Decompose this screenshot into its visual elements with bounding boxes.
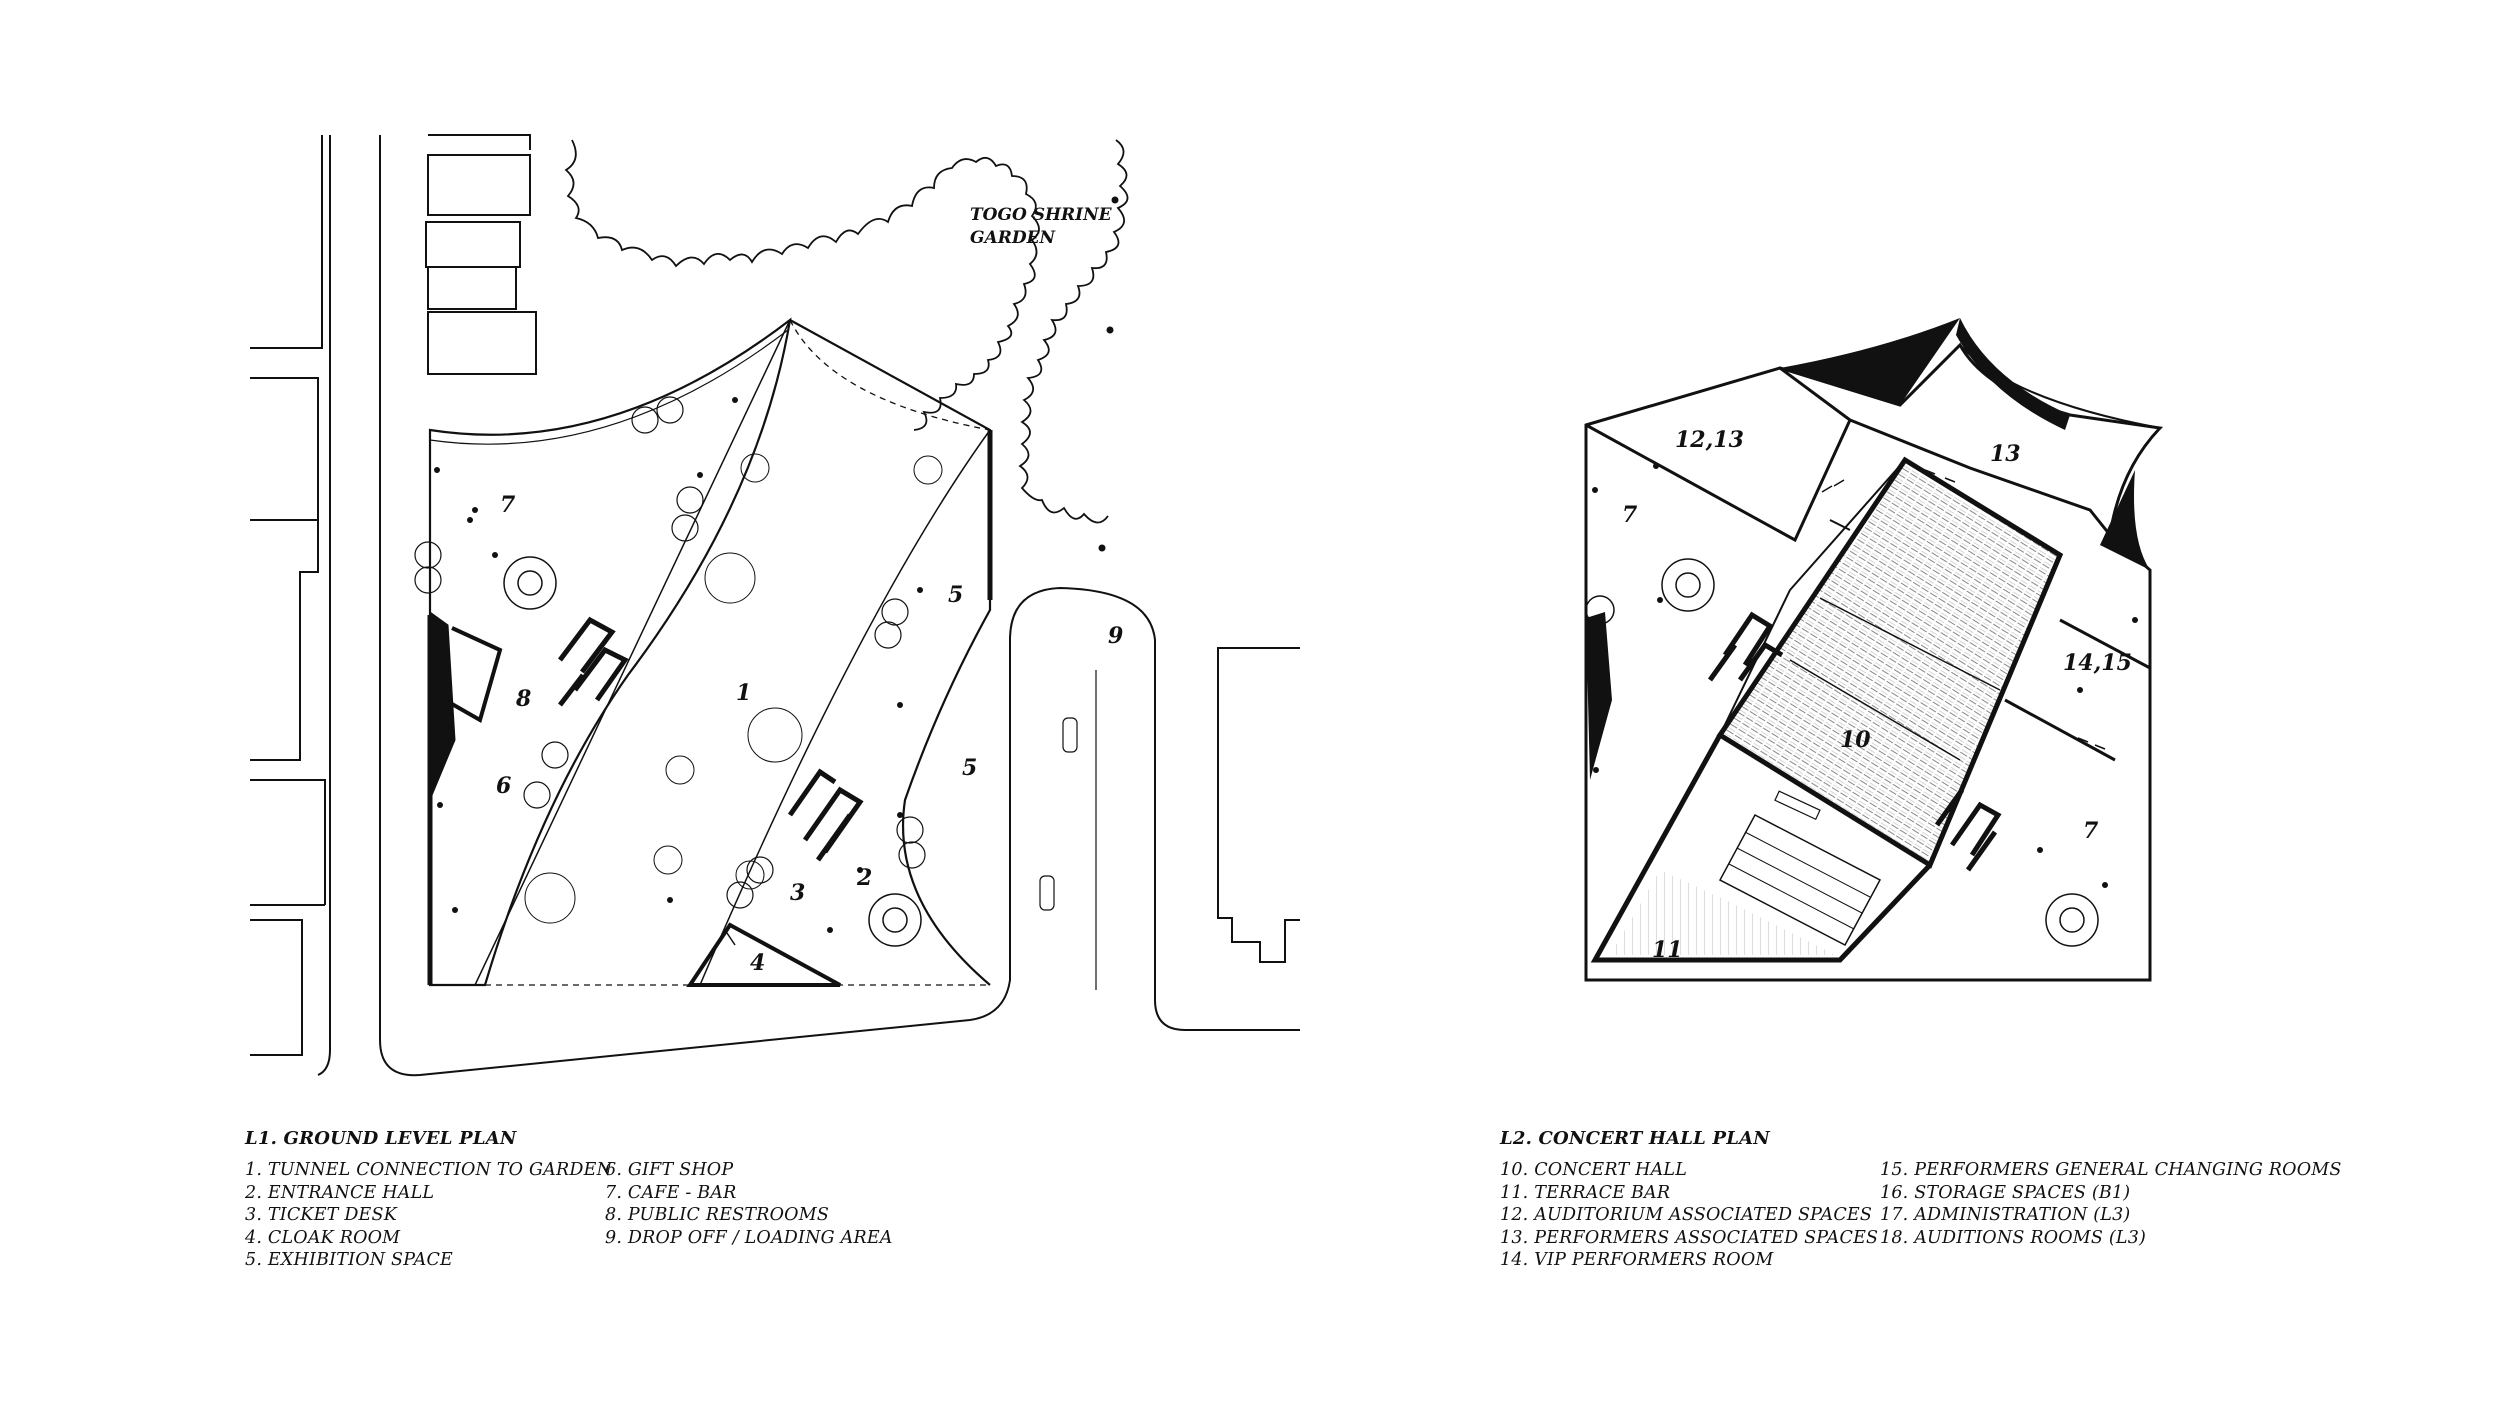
legend-item: 11. TERRACE BAR: [1500, 1182, 1671, 1203]
ground-level-plan: [250, 134, 1300, 1077]
room-label: 7: [1622, 502, 1638, 528]
room-label: 8: [515, 686, 531, 712]
adjacent-building-right: [1217, 647, 1300, 963]
legend-concert-hall: L2. CONCERT HALL PLAN 10. CONCERT HALL 1…: [1500, 1128, 2342, 1272]
legend-title: L2. CONCERT HALL PLAN: [1500, 1128, 1770, 1149]
legend-item: 2. ENTRANCE HALL: [245, 1182, 435, 1203]
legend-item: 7. CAFE - BAR: [605, 1182, 737, 1203]
legend-item: 4. CLOAK ROOM: [245, 1227, 401, 1248]
legend-item: 14. VIP PERFORMERS ROOM: [1500, 1250, 1774, 1270]
stage: [1718, 813, 1882, 947]
legend-title: L1. GROUND LEVEL PLAN: [245, 1128, 517, 1149]
room-label: 10: [1840, 727, 1871, 753]
concert-hall-plan: [1584, 318, 2164, 982]
column-dots: [434, 397, 923, 933]
room-label: 13: [1990, 441, 2021, 467]
restroom-core: [429, 611, 456, 801]
garden-label: TOGO SHRINE: [970, 205, 1113, 225]
restroom-block: [558, 616, 629, 707]
room-label: 4: [750, 950, 765, 976]
room-label: 1: [736, 680, 751, 706]
room-label: 11: [1652, 937, 1683, 963]
door: [1821, 469, 2106, 750]
auditorium: [1716, 456, 2064, 869]
garden-outline: [564, 139, 1040, 431]
room-label: 7: [2083, 818, 2099, 844]
room-label: 6: [496, 773, 511, 799]
restroom-block: [1707, 611, 1784, 682]
garden-label: GARDEN: [970, 228, 1057, 248]
plan1-labels: 1 2 3 4 5 5 6 7 8 9 TOGO SHRINE GARDEN: [496, 205, 1123, 976]
plan2-labels: 12,13 13 7 14,15 10 7 11: [1622, 427, 2132, 963]
terrace-bar: [1590, 733, 1932, 963]
legend-item: 18. AUDITIONS ROOMS (L3): [1880, 1227, 2147, 1248]
adjacent-buildings: [425, 134, 537, 375]
building-envelope: [428, 317, 792, 987]
room-label: 7: [500, 492, 516, 518]
legend-column: 6. GIFT SHOP 7. CAFE - BAR 8. PUBLIC RES…: [605, 1159, 893, 1272]
column-dots: [1592, 463, 2138, 888]
legend-item: 6. GIFT SHOP: [605, 1160, 734, 1180]
legend-item: 15. PERFORMERS GENERAL CHANGING ROOMS: [1880, 1160, 2342, 1180]
stair-icon: [1585, 558, 2099, 947]
room-label: 5: [948, 582, 963, 608]
legend-item: 8. PUBLIC RESTROOMS: [605, 1205, 830, 1225]
legend-item: 17. ADMINISTRATION (L3): [1880, 1205, 2131, 1225]
car-icon: [1039, 717, 1078, 911]
room-label: 12,13: [1675, 427, 1744, 453]
legend-item: 16. STORAGE SPACES (B1): [1880, 1182, 2131, 1203]
legend-item: 12. AUDITORIUM ASSOCIATED SPACES: [1500, 1205, 1873, 1225]
exhibit-circles: [524, 453, 943, 924]
stair-icon: [503, 556, 922, 947]
legend-item: 1. TUNNEL CONNECTION TO GARDEN: [245, 1160, 613, 1180]
room-label: 2: [856, 865, 872, 891]
legend-column: 15. PERFORMERS GENERAL CHANGING ROOMS 16…: [1880, 1159, 2342, 1272]
legend-item: 9. DROP OFF / LOADING AREA: [605, 1227, 893, 1248]
room-label: 3: [790, 880, 805, 906]
room-label: 14,15: [2063, 650, 2132, 676]
street-context: [250, 135, 1300, 1077]
legend-item: 3. TICKET DESK: [245, 1205, 397, 1225]
legend-ground-level: L1. GROUND LEVEL PLAN 1. TUNNEL CONNECTI…: [245, 1128, 893, 1272]
room-label: 5: [962, 755, 977, 781]
legend-column: 10. CONCERT HALL 11. TERRACE BAR 12. AUD…: [1500, 1159, 1880, 1272]
room-label: 9: [1108, 623, 1123, 649]
cloak-room: [686, 922, 841, 987]
legend-item: 5. EXHIBITION SPACE: [245, 1250, 454, 1270]
structure-wedge: [1780, 318, 1960, 405]
legend-item: 10. CONCERT HALL: [1500, 1160, 1688, 1180]
legend-column: 1. TUNNEL CONNECTION TO GARDEN 2. ENTRAN…: [245, 1159, 613, 1272]
legend-item: 13. PERFORMERS ASSOCIATED SPACES: [1500, 1227, 1879, 1248]
column-circles: [414, 396, 926, 909]
